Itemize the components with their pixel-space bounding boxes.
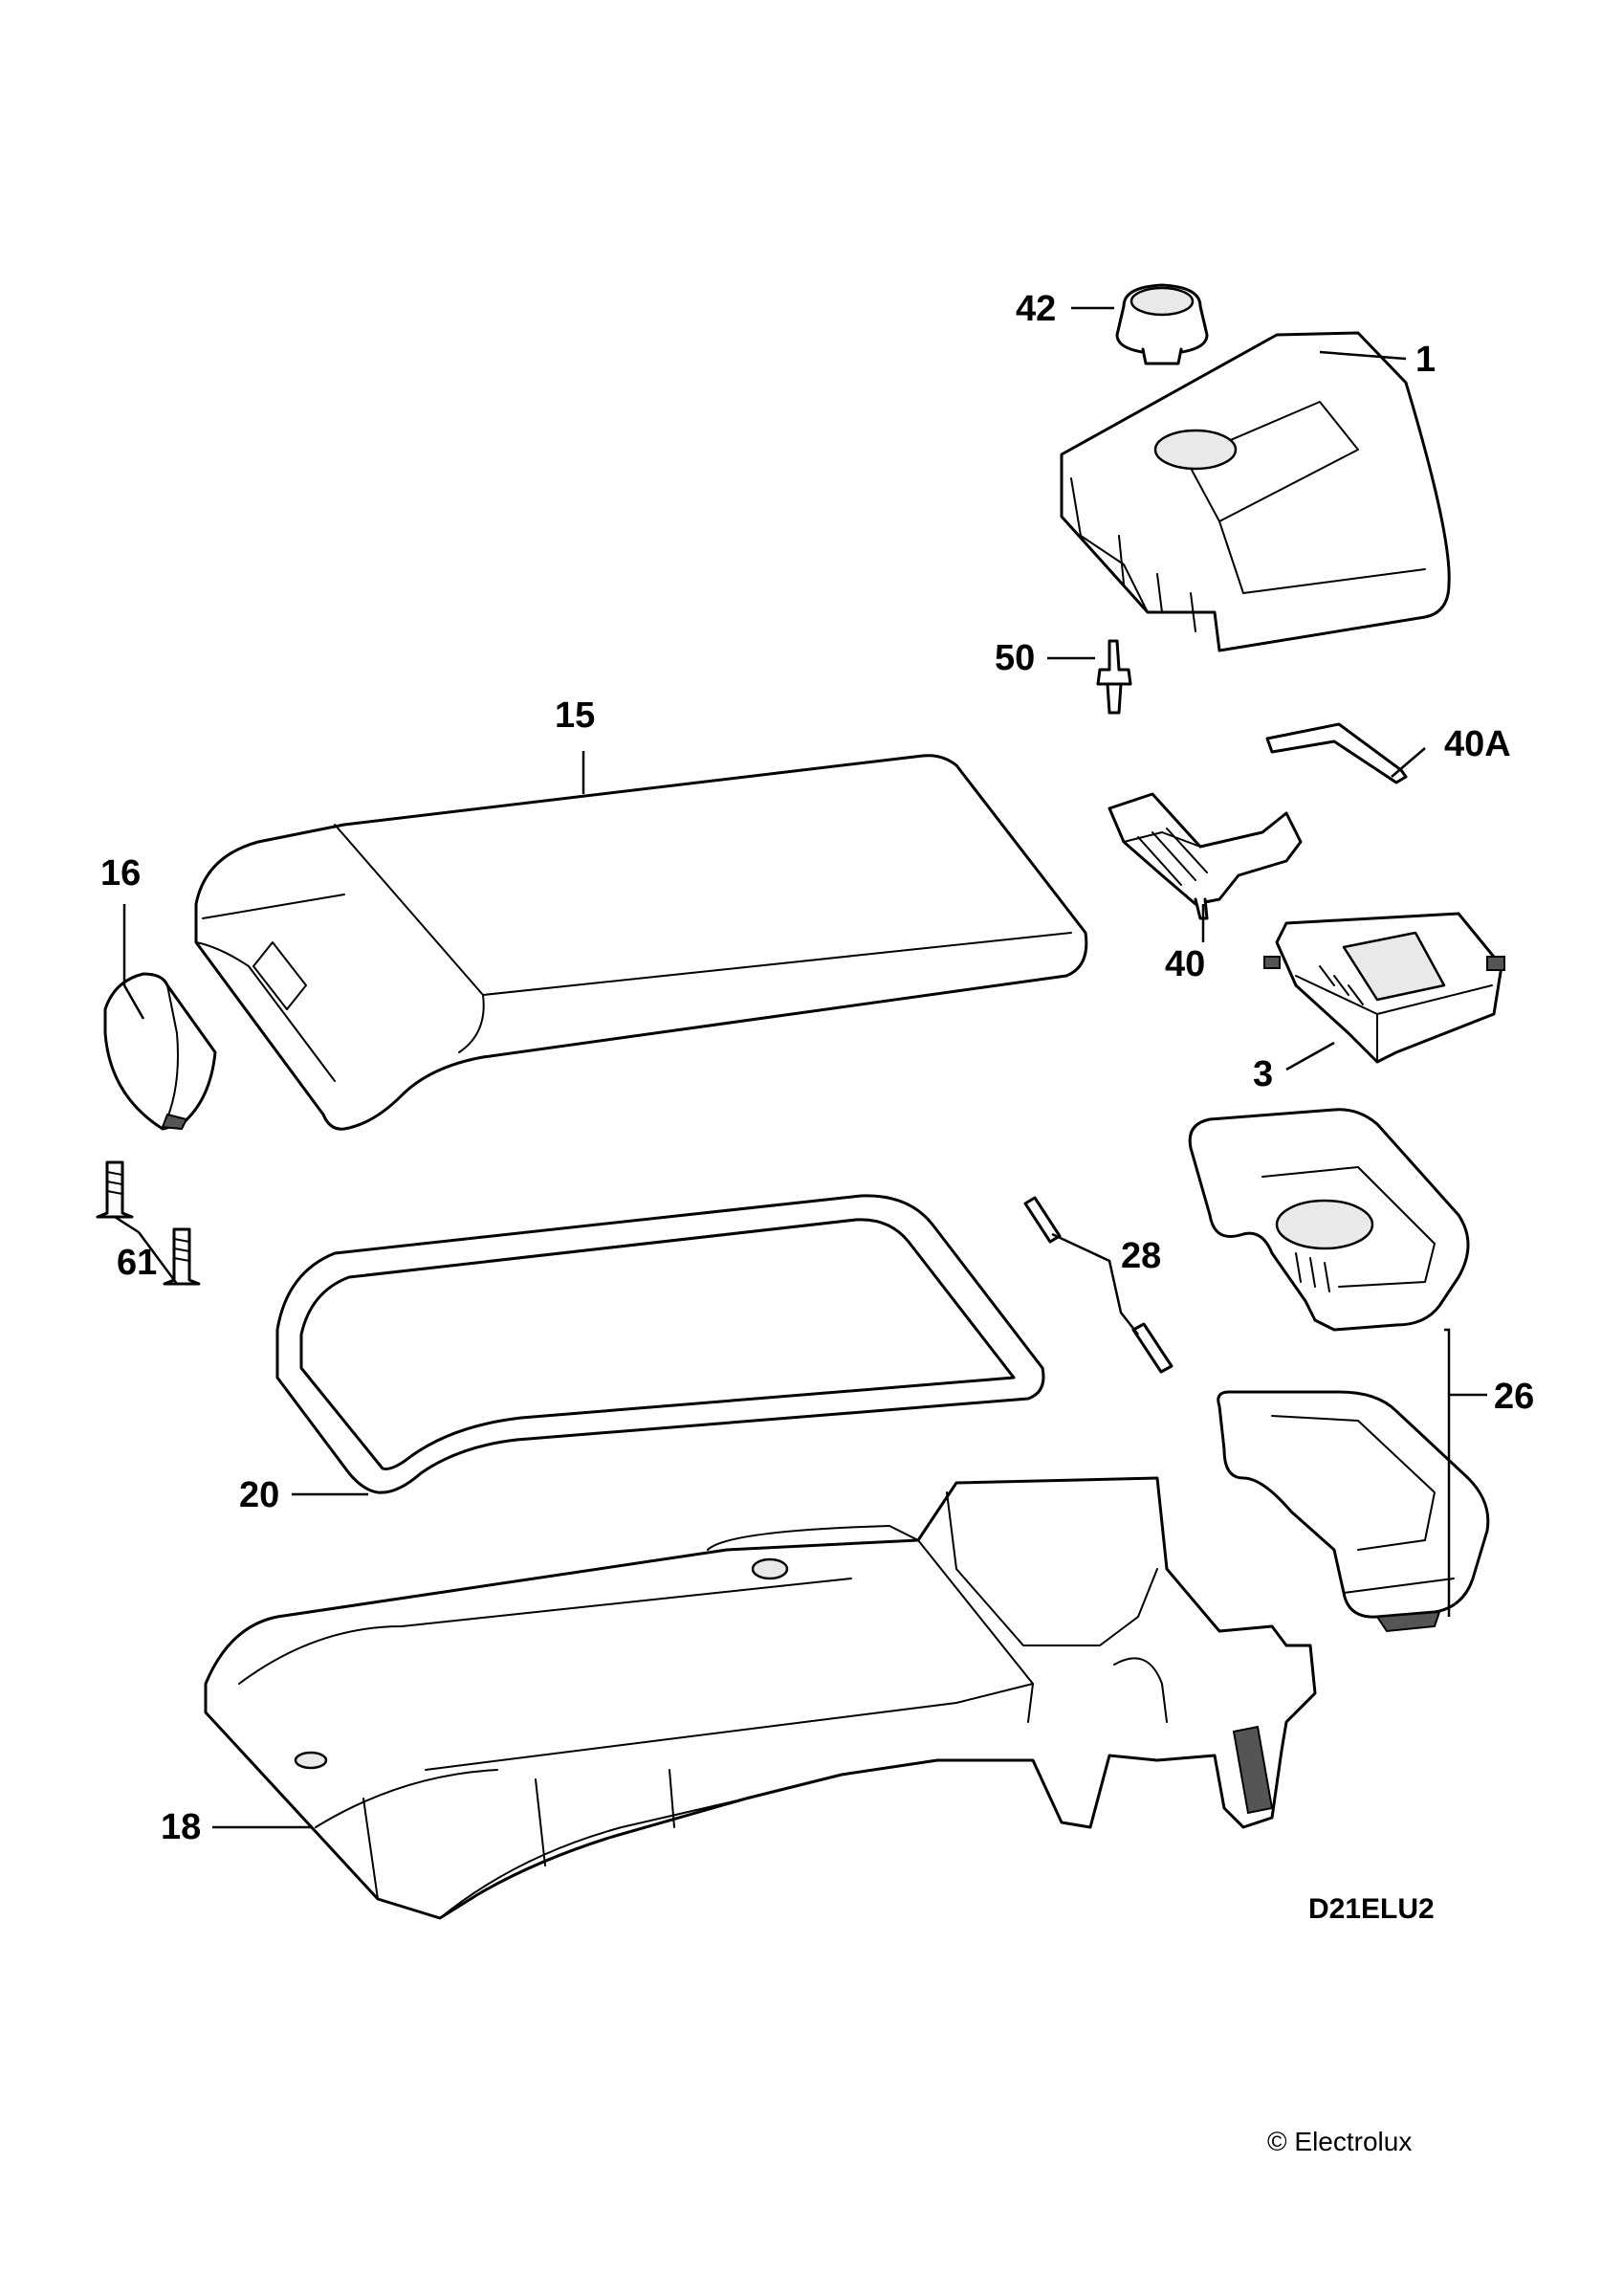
leader-lines	[114, 306, 1487, 1829]
callout-15: 15	[555, 695, 595, 736]
copyright-notice: © Electrolux	[1267, 2127, 1412, 2156]
callout-26: 26	[1494, 1377, 1534, 1417]
callout-50: 50	[995, 638, 1035, 678]
callout-20: 20	[239, 1475, 279, 1515]
callout-40: 40	[1165, 944, 1205, 984]
callout-40A: 40A	[1444, 724, 1511, 764]
part-18-housing	[204, 1476, 1317, 1920]
part-20-gasket	[275, 1194, 1045, 1494]
callout-61: 61	[117, 1243, 157, 1283]
part-1-panel-cover	[1060, 331, 1451, 652]
callout-3: 3	[1253, 1054, 1273, 1094]
part-42-knob	[1115, 283, 1209, 365]
part-16-handle	[103, 972, 217, 1131]
part-26-dispenser	[1188, 1108, 1490, 1633]
part-3-control-module	[1263, 912, 1505, 1064]
part-40A-rod	[1265, 722, 1408, 784]
part-40-bracket	[1108, 792, 1303, 920]
callout-42: 42	[1016, 289, 1056, 329]
callout-1: 1	[1415, 340, 1436, 380]
part-15-lid	[194, 754, 1088, 1131]
diagram-code: D21ELU2	[1308, 1893, 1435, 1925]
part-50-screw	[1096, 639, 1132, 715]
callout-18: 18	[161, 1807, 201, 1847]
callout-28: 28	[1121, 1236, 1161, 1276]
callout-labels: 42 1 50 40A 15 16 40 3 61 28 26 20 18	[100, 289, 1534, 1847]
callout-16: 16	[100, 853, 141, 894]
part-28-pins	[1023, 1196, 1173, 1374]
